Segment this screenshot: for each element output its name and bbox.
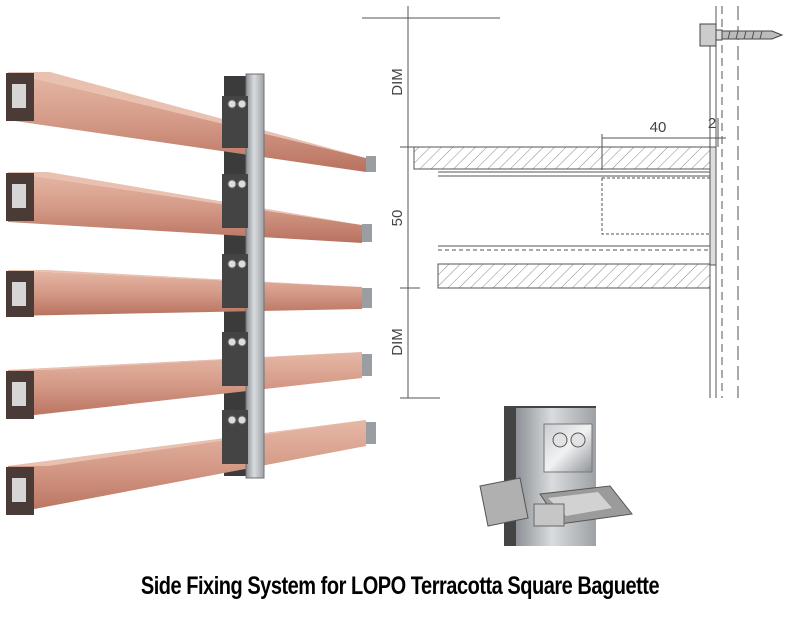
- dim-depth-label: 40: [650, 119, 667, 136]
- fixing-clip-4: [222, 332, 248, 386]
- dim-top-label: DIM: [389, 68, 406, 96]
- vertical-aluminium-rail: [245, 73, 265, 479]
- assembly-3d-illustration: [6, 72, 376, 515]
- fixing-clip-1: [222, 96, 248, 148]
- self-drilling-screw: [699, 23, 784, 47]
- dim-bottom-label: DIM: [389, 328, 406, 356]
- terracotta-baguette-3: [6, 270, 372, 317]
- terracotta-baguette-4: [6, 352, 372, 419]
- fixing-clip-3: [222, 254, 248, 308]
- section-drawing: [362, 6, 784, 399]
- fixing-clip-2: [222, 174, 248, 228]
- figure-caption: Side Fixing System for LOPO Terracotta S…: [140, 572, 660, 600]
- dim-gap-label: 2: [708, 115, 716, 132]
- clip-detail-illustration: [479, 406, 633, 546]
- terracotta-baguette-1: [6, 72, 376, 172]
- terracotta-baguette-2: [6, 172, 372, 243]
- fixing-clip-5: [222, 410, 248, 464]
- dim-height-label: 50: [389, 210, 406, 227]
- terracotta-baguette-5: [6, 420, 376, 515]
